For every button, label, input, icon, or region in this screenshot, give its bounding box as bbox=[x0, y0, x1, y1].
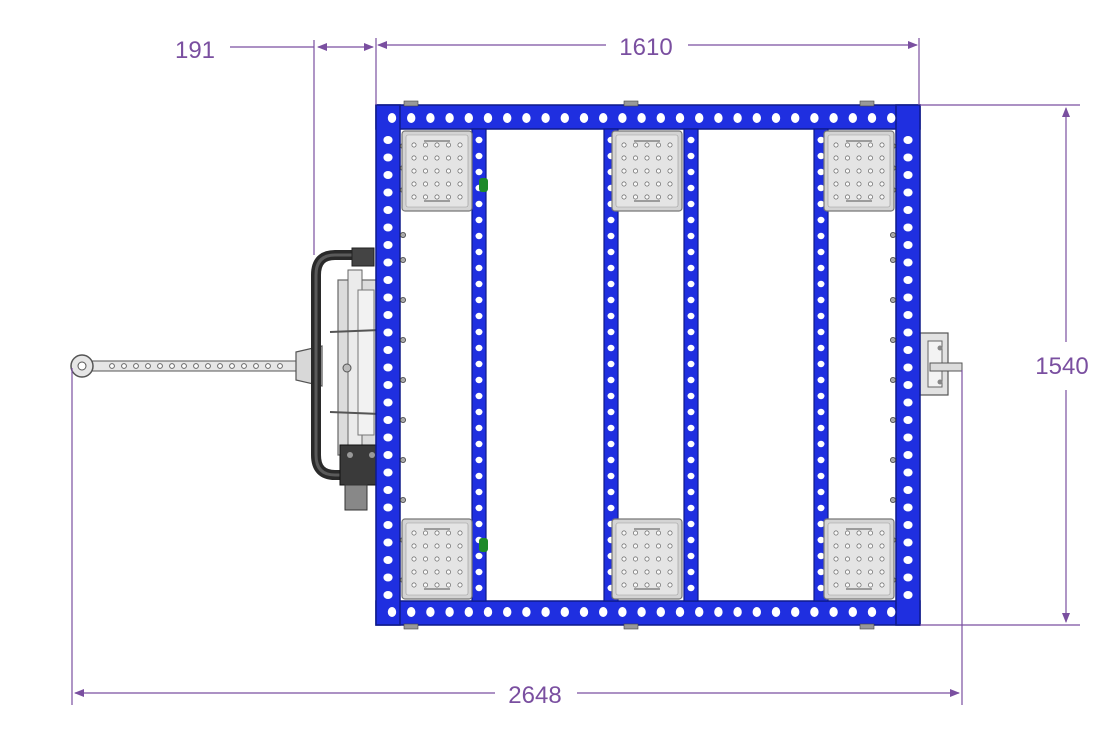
clip-icon bbox=[479, 178, 488, 192]
hitch-coupler-icon bbox=[919, 332, 963, 396]
caster-plate-icon bbox=[401, 130, 473, 212]
dimension-tow-bar-offset: 191 bbox=[175, 37, 215, 64]
caster-plate-icon bbox=[823, 518, 895, 600]
dimensions bbox=[71, 38, 1080, 705]
caster-plates bbox=[401, 130, 895, 600]
dimension-frame-width: 1610 bbox=[619, 34, 672, 61]
brake-mechanism-icon bbox=[329, 269, 381, 511]
caster-plate-icon bbox=[401, 518, 473, 600]
caster-plate-icon bbox=[611, 518, 683, 600]
caster-plate-icon bbox=[611, 130, 683, 212]
clip-icon bbox=[479, 538, 488, 552]
dimension-overall-length: 2648 bbox=[508, 682, 561, 709]
caster-plate-icon bbox=[823, 130, 895, 212]
dimension-frame-height: 1540 bbox=[1035, 353, 1088, 380]
tow-bar-icon bbox=[70, 345, 323, 387]
